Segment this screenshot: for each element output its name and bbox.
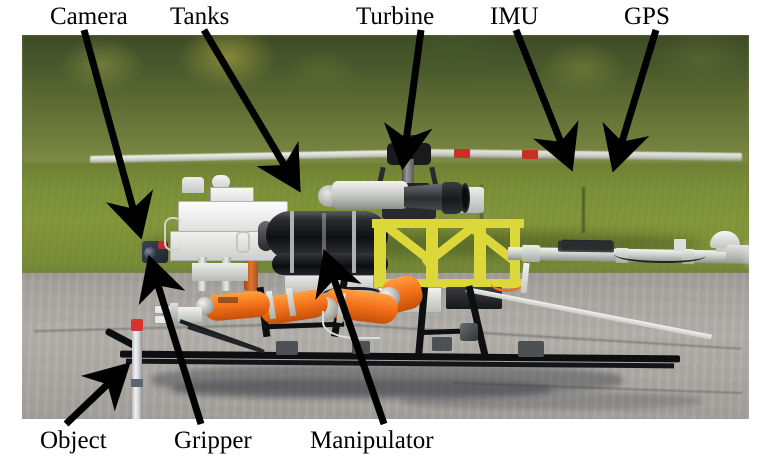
boom-mount bbox=[674, 239, 686, 251]
tail-boom-joint bbox=[521, 244, 541, 263]
label-camera: Camera bbox=[50, 3, 128, 30]
skid-mount-block bbox=[518, 341, 544, 357]
label-manipulator: Manipulator bbox=[310, 427, 434, 454]
frame-member-horizontal bbox=[374, 279, 522, 288]
skid-sensor bbox=[460, 323, 478, 341]
tank-strap bbox=[352, 211, 356, 273]
rotor-tip-marking bbox=[453, 148, 471, 159]
skid-mount-block bbox=[432, 337, 452, 351]
sensor-dome bbox=[212, 175, 230, 189]
label-object: Object bbox=[40, 427, 107, 454]
label-gripper: Gripper bbox=[174, 427, 252, 454]
tail-rotor-disc bbox=[740, 235, 749, 273]
label-gps: GPS bbox=[624, 3, 670, 30]
camera-indicator bbox=[158, 241, 167, 249]
tank-strap bbox=[322, 213, 326, 271]
equipment-box bbox=[192, 263, 248, 281]
helicopter-photograph bbox=[22, 35, 749, 419]
object-pole-tip bbox=[131, 319, 143, 331]
manipulator-label-sticker bbox=[218, 297, 238, 303]
orange-cable bbox=[490, 273, 524, 292]
imu-housing bbox=[557, 240, 615, 253]
fence-post bbox=[582, 187, 585, 233]
rotor-tip-marking bbox=[521, 149, 539, 160]
turbine-exhaust-nozzle bbox=[442, 182, 464, 214]
object-pole bbox=[132, 323, 142, 419]
turbine-exhaust-cone bbox=[404, 183, 448, 211]
gps-antenna-mount bbox=[716, 245, 734, 252]
turbine-body bbox=[332, 181, 408, 209]
tail-ground-shadow bbox=[402, 393, 702, 409]
frame-member-horizontal bbox=[372, 219, 524, 228]
tank-strap bbox=[290, 211, 294, 273]
wiring-harness bbox=[236, 231, 250, 253]
skid-mount-block bbox=[352, 341, 370, 354]
turbine-exhaust-opening bbox=[460, 183, 470, 213]
label-turbine: Turbine bbox=[356, 3, 435, 30]
object-pole-marker bbox=[131, 379, 143, 387]
gps-antenna bbox=[710, 231, 740, 248]
label-tanks: Tanks bbox=[170, 3, 230, 30]
gripper-wrist bbox=[170, 303, 178, 325]
camera-lens bbox=[144, 247, 156, 259]
fuel-tank-upper bbox=[266, 211, 388, 259]
wiring-harness bbox=[164, 217, 182, 251]
label-imu: IMU bbox=[490, 3, 539, 30]
skid-mount-block bbox=[276, 341, 298, 355]
frame-member bbox=[374, 223, 386, 285]
sensor-cylinder bbox=[182, 177, 204, 193]
